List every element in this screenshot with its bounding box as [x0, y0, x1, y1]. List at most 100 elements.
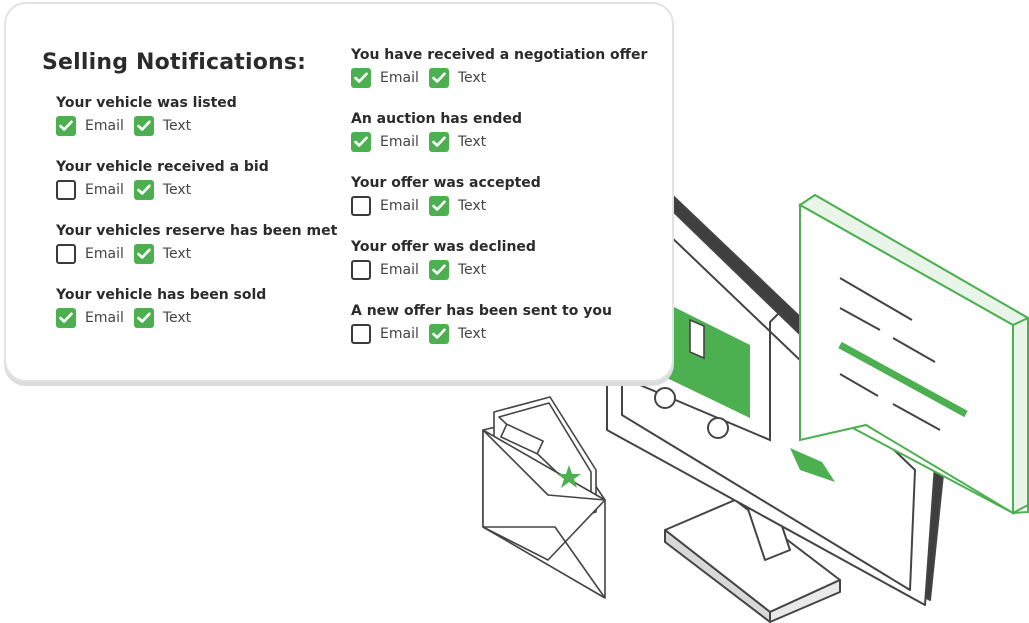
checkmark-icon	[354, 72, 368, 83]
email-checkbox[interactable]	[56, 308, 76, 328]
email-checkbox[interactable]	[351, 260, 371, 280]
notification-label: Your vehicle was listed	[56, 95, 237, 111]
checkmark-icon	[432, 136, 446, 147]
text-label: Text	[162, 182, 192, 198]
envelope-icon	[482, 396, 606, 599]
checkmark-icon	[137, 312, 151, 323]
email-label: Email	[380, 70, 419, 86]
text-label: Text	[457, 198, 487, 214]
checkmark-icon	[137, 184, 151, 195]
text-label: Text	[162, 118, 192, 134]
text-option[interactable]: Text	[133, 116, 192, 136]
notification-options: Email Text	[351, 131, 651, 153]
checkmark-icon	[59, 120, 73, 131]
email-option[interactable]: Email	[56, 308, 124, 328]
text-label: Text	[162, 246, 192, 262]
notification-label: A new offer has been sent to you	[351, 303, 612, 319]
checkmark-icon	[59, 312, 73, 323]
notification-label: Your offer was accepted	[351, 175, 541, 191]
notification-card: Selling Notifications: Your vehicle was …	[4, 2, 674, 382]
text-option[interactable]: Text	[428, 260, 487, 280]
email-option[interactable]: Email	[351, 324, 419, 344]
text-label: Text	[457, 326, 487, 342]
notification-options: Email Text	[351, 259, 651, 281]
email-option[interactable]: Email	[351, 196, 419, 216]
email-label: Email	[380, 262, 419, 278]
notification-options: Email Text	[56, 307, 356, 329]
text-label: Text	[457, 134, 487, 150]
email-label: Email	[380, 134, 419, 150]
text-option[interactable]: Text	[428, 132, 487, 152]
notification-label: Your vehicle received a bid	[56, 159, 269, 175]
text-option[interactable]: Text	[428, 68, 487, 88]
email-label: Email	[85, 310, 124, 326]
email-checkbox[interactable]	[351, 132, 371, 152]
text-checkbox[interactable]	[133, 180, 154, 200]
checkmark-icon	[432, 264, 446, 275]
email-label: Email	[85, 118, 124, 134]
text-checkbox[interactable]	[133, 116, 154, 136]
text-option[interactable]: Text	[133, 308, 192, 328]
text-checkbox[interactable]	[428, 68, 449, 88]
star-icon	[557, 465, 581, 488]
text-checkbox[interactable]	[428, 132, 449, 152]
text-checkbox[interactable]	[428, 260, 449, 280]
email-label: Email	[85, 182, 124, 198]
text-label: Text	[457, 70, 487, 86]
notification-options: Email Text	[56, 115, 356, 137]
notification-label: An auction has ended	[351, 111, 522, 127]
notification-label: Your vehicles reserve has been met	[56, 223, 338, 239]
notification-options: Email Text	[351, 67, 651, 89]
notification-options: Email Text	[56, 179, 356, 201]
text-label: Text	[162, 310, 192, 326]
email-checkbox[interactable]	[351, 68, 371, 88]
email-checkbox[interactable]	[56, 116, 76, 136]
email-checkbox[interactable]	[351, 324, 371, 344]
chat-bubble-icon	[798, 193, 1029, 515]
email-label: Email	[380, 326, 419, 342]
text-checkbox[interactable]	[428, 196, 449, 216]
text-checkbox[interactable]	[133, 244, 154, 264]
text-checkbox[interactable]	[428, 324, 449, 344]
text-label: Text	[457, 262, 487, 278]
email-label: Email	[380, 198, 419, 214]
email-option[interactable]: Email	[351, 132, 419, 152]
text-checkbox[interactable]	[133, 308, 154, 328]
notification-options: Email Text	[351, 195, 651, 217]
text-option[interactable]: Text	[133, 180, 192, 200]
checkmark-icon	[432, 72, 446, 83]
checkmark-icon	[354, 136, 368, 147]
checkmark-icon	[432, 200, 446, 211]
checkmark-icon	[137, 248, 151, 259]
notification-label: Your offer was declined	[351, 239, 536, 255]
email-option[interactable]: Email	[351, 68, 419, 88]
email-option[interactable]: Email	[56, 116, 124, 136]
email-checkbox[interactable]	[351, 196, 371, 216]
email-checkbox[interactable]	[56, 180, 76, 200]
notification-options: Email Text	[56, 243, 356, 265]
text-option[interactable]: Text	[133, 244, 192, 264]
email-option[interactable]: Email	[56, 180, 124, 200]
notification-options: Email Text	[351, 323, 651, 345]
checkmark-icon	[137, 120, 151, 131]
email-option[interactable]: Email	[56, 244, 124, 264]
notification-label: You have received a negotiation offer	[351, 47, 648, 63]
notification-label: Your vehicle has been sold	[56, 287, 267, 303]
text-option[interactable]: Text	[428, 196, 487, 216]
text-option[interactable]: Text	[428, 324, 487, 344]
email-checkbox[interactable]	[56, 244, 76, 264]
email-label: Email	[85, 246, 124, 262]
email-option[interactable]: Email	[351, 260, 419, 280]
